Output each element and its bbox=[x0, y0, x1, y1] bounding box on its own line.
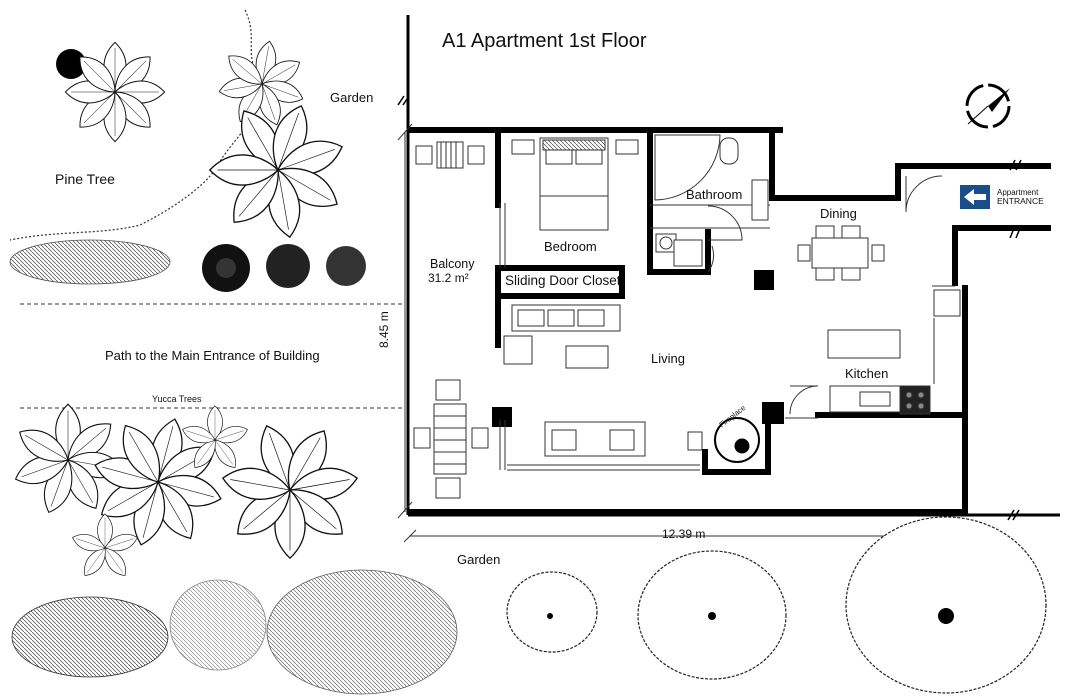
bedroom-label: Bedroom bbox=[544, 239, 597, 254]
garden-label-bottom: Garden bbox=[457, 552, 501, 567]
entrance-label-line2: ENTRANCE bbox=[997, 196, 1044, 206]
living-furniture bbox=[503, 304, 703, 457]
plant bbox=[64, 41, 166, 143]
depth-dimension: 8.45 m bbox=[377, 311, 391, 348]
balcony-label: Balcony bbox=[430, 257, 475, 271]
balcony-furniture bbox=[413, 141, 489, 499]
tree-trunks bbox=[547, 608, 954, 624]
left-arrow-icon bbox=[964, 189, 986, 205]
doors bbox=[707, 175, 943, 415]
kitchen-fixtures bbox=[827, 289, 961, 415]
width-dimension: 12.39 m bbox=[662, 527, 706, 541]
bathroom-fixtures bbox=[654, 134, 769, 267]
break-marks bbox=[1009, 159, 1022, 239]
walls bbox=[407, 127, 1051, 515]
living-label: Living bbox=[651, 351, 685, 366]
pine-tree-label: Pine Tree bbox=[55, 171, 115, 187]
shrubs-bottom bbox=[11, 569, 458, 695]
shrubs-top bbox=[9, 239, 366, 292]
plant bbox=[219, 420, 361, 559]
garden-label-top: Garden bbox=[330, 90, 374, 105]
fireplace bbox=[714, 417, 760, 463]
entrance-label-line1: Appartment bbox=[997, 188, 1039, 197]
closet-label: Sliding Door Closet bbox=[505, 273, 621, 288]
compass-icon bbox=[965, 83, 1011, 129]
windows bbox=[499, 203, 955, 471]
bathroom-label: Bathroom bbox=[686, 187, 743, 202]
plan-title: A1 Apartment 1st Floor bbox=[442, 30, 647, 52]
kitchen-label: Kitchen bbox=[845, 366, 889, 381]
dining-label: Dining bbox=[820, 206, 857, 221]
dining-table bbox=[797, 225, 885, 281]
balcony-area-label: 31.2 m² bbox=[428, 271, 469, 285]
column bbox=[762, 402, 784, 424]
bed bbox=[511, 137, 639, 231]
column bbox=[754, 270, 774, 290]
column bbox=[492, 407, 512, 427]
tree-canopies bbox=[506, 516, 1047, 694]
plant bbox=[69, 513, 141, 581]
path-label: Path to the Main Entrance of Building bbox=[105, 348, 320, 363]
sun-icon bbox=[56, 49, 86, 79]
dimension-lines bbox=[20, 123, 967, 543]
yucca-trees-label: Yucca Trees bbox=[152, 394, 202, 404]
